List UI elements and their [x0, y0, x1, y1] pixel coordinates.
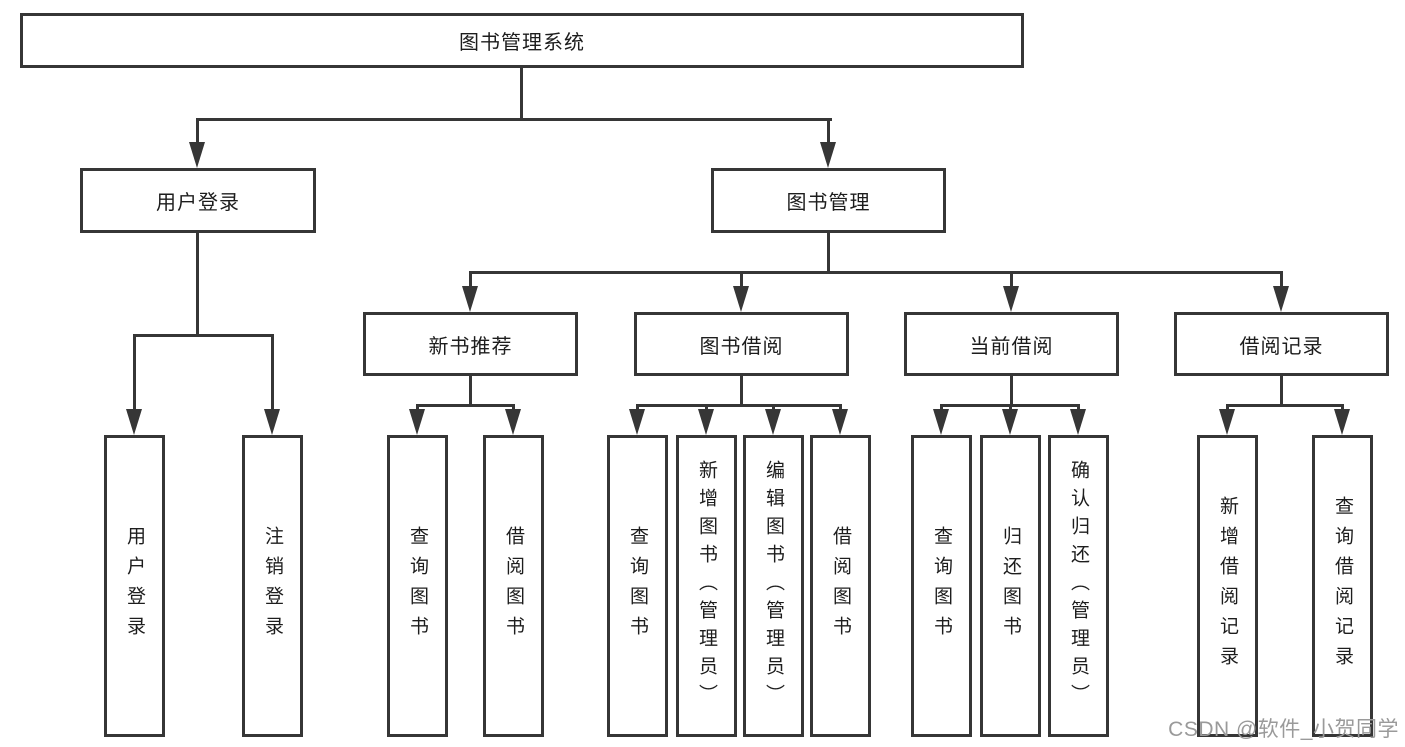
connector-bb-stem [740, 376, 743, 407]
connector-stem [1009, 404, 1012, 413]
connector-book-mgmt-split [469, 271, 1283, 274]
leaf-rec-query-books: 查询图书 [387, 435, 448, 737]
leaf-bb-edit-books-admin: 编辑图书（管理员） [743, 435, 804, 737]
node-book-management: 图书管理 [711, 168, 946, 233]
arrowhead-icon [462, 286, 478, 312]
leaf-bb-borrow-books: 借阅图书 [810, 435, 871, 737]
connector-rec-stem [469, 376, 472, 407]
arrowhead-icon [409, 409, 425, 435]
node-root-library-system: 图书管理系统 [20, 13, 1024, 68]
leaf-cb-confirm-return-admin: 确认归还（管理员） [1048, 435, 1109, 737]
connector-stem-current-borrow [1010, 271, 1013, 289]
connector-user-login-stem [196, 233, 199, 337]
arrowhead-icon [264, 409, 280, 435]
arrowhead-icon [765, 409, 781, 435]
connector-cb-stem [1010, 376, 1013, 407]
connector-stem [1341, 404, 1344, 413]
arrowhead-icon [933, 409, 949, 435]
connector-stem [772, 404, 775, 413]
connector-user-login-split [133, 334, 274, 337]
watermark: CSDN @软件_小贺同学 [1168, 718, 1399, 741]
arrowhead-icon [126, 409, 142, 435]
leaf-bb-query-books: 查询图书 [607, 435, 668, 737]
arrowhead-icon [1334, 409, 1350, 435]
connector-stem-borrow-records [1280, 271, 1283, 289]
connector-bb-split [636, 404, 842, 407]
connector-stem-user-login [196, 118, 199, 146]
node-new-book-recommendation: 新书推荐 [363, 312, 578, 376]
connector-br-split [1226, 404, 1344, 407]
connector-root-stem [520, 68, 523, 121]
node-book-borrowing: 图书借阅 [634, 312, 849, 376]
connector-stem [416, 404, 419, 413]
arrowhead-icon [1219, 409, 1235, 435]
connector-stem-book-borrow [740, 271, 743, 289]
node-user-login: 用户登录 [80, 168, 316, 233]
connector-stem [839, 404, 842, 413]
arrowhead-icon [1002, 409, 1018, 435]
node-current-borrowing: 当前借阅 [904, 312, 1119, 376]
arrowhead-icon [733, 286, 749, 312]
connector-stem-leaf-logout [271, 334, 274, 411]
leaf-bb-add-books-admin: 新增图书（管理员） [676, 435, 737, 737]
leaf-user-login: 用户登录 [104, 435, 165, 737]
arrowhead-icon [505, 409, 521, 435]
leaf-cb-query-books: 查询图书 [911, 435, 972, 737]
leaf-cb-return-books: 归还图书 [980, 435, 1041, 737]
connector-book-mgmt-stem [827, 233, 830, 274]
arrowhead-icon [629, 409, 645, 435]
connector-stem [940, 404, 943, 413]
connector-stem [1226, 404, 1229, 413]
leaf-br-query-record: 查询借阅记录 [1312, 435, 1373, 737]
connector-br-stem [1280, 376, 1283, 407]
connector-root-split [196, 118, 832, 121]
arrowhead-icon [1273, 286, 1289, 312]
connector-stem [1077, 404, 1080, 413]
connector-stem-new-book-rec [469, 271, 472, 289]
connector-stem [705, 404, 708, 413]
arrowhead-icon [698, 409, 714, 435]
node-borrowing-records: 借阅记录 [1174, 312, 1389, 376]
connector-rec-split [416, 404, 515, 407]
arrowhead-icon [189, 142, 205, 168]
leaf-br-add-record: 新增借阅记录 [1197, 435, 1258, 737]
arrowhead-icon [1003, 286, 1019, 312]
connector-stem-leaf-user-login [133, 334, 136, 411]
connector-stem [636, 404, 639, 413]
arrowhead-icon [1070, 409, 1086, 435]
arrowhead-icon [832, 409, 848, 435]
leaf-rec-borrow-books: 借阅图书 [483, 435, 544, 737]
connector-stem-book-mgmt [827, 118, 830, 146]
connector-stem [512, 404, 515, 413]
arrowhead-icon [820, 142, 836, 168]
leaf-logout: 注销登录 [242, 435, 303, 737]
